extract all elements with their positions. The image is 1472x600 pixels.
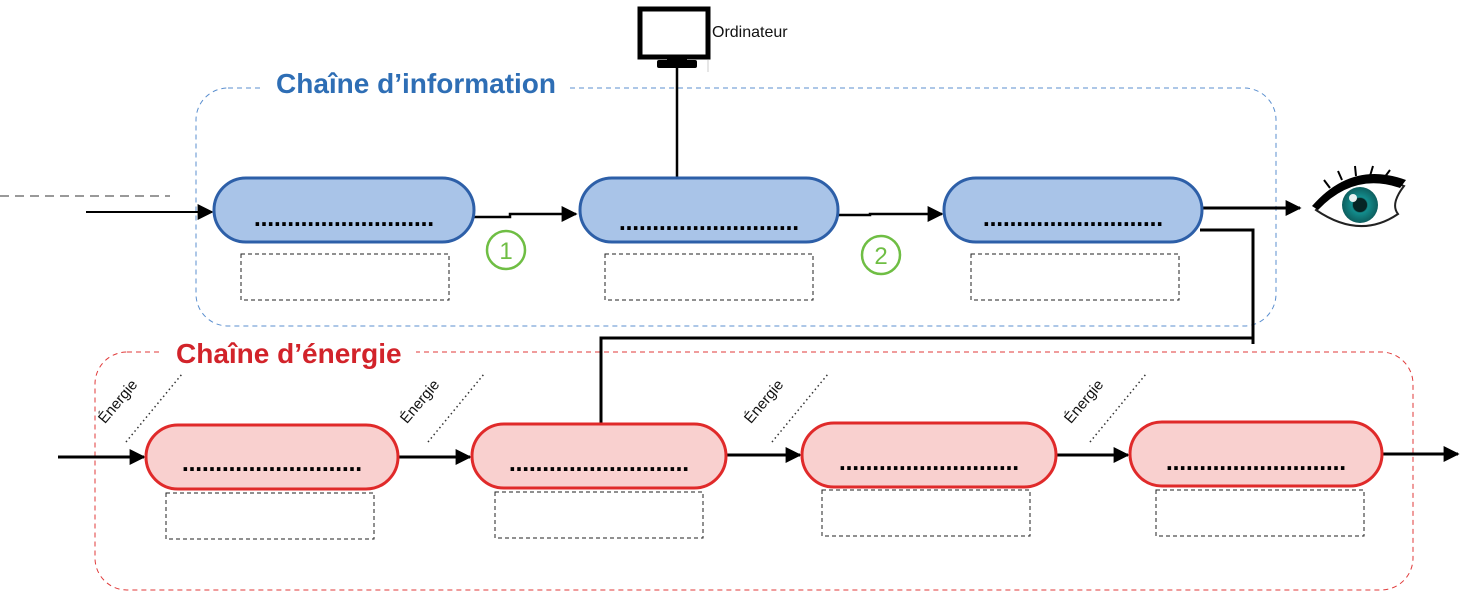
info-block-1-label-box — [240, 253, 450, 301]
step-marker-1-label: 1 — [499, 238, 512, 265]
energy-block-1: ……………………… — [144, 423, 400, 491]
energy-block-2-label-box — [494, 491, 704, 539]
energy-dotted-slash-2 — [427, 373, 485, 443]
info-arrow-1-2 — [474, 206, 578, 222]
energy-chain-frame — [94, 351, 1414, 591]
info-arrow-2-3 — [838, 206, 944, 222]
energy-dotted-slash-1 — [125, 373, 183, 443]
info-block-2: ……………………… — [578, 176, 840, 244]
eye-icon — [1312, 165, 1406, 227]
info-block-2-dots: ……………………… — [619, 211, 799, 235]
energy-block-2: ……………………… — [470, 422, 728, 490]
energy-block-4: ……………………… — [1128, 420, 1384, 488]
energy-dotted-slash-3 — [771, 373, 829, 443]
energy-block-2-dots: ……………………… — [509, 452, 689, 476]
energy-dotted-slash-4 — [1089, 373, 1147, 443]
info-block-3-label-box — [970, 253, 1180, 301]
info-block-1-dots: ……………………… — [254, 207, 434, 231]
computer-monitor-icon — [637, 6, 711, 72]
energy-block-4-label-box — [1155, 489, 1365, 537]
energy-block-1-dots: ……………………… — [182, 452, 362, 476]
step-marker-2: 2 — [860, 234, 902, 276]
info-block-3: ……………………… — [942, 176, 1204, 244]
energy-block-3-label-box — [821, 489, 1031, 537]
step-marker-2-label: 2 — [874, 243, 887, 270]
info-block-3-dots: ……………………… — [983, 207, 1163, 231]
step-marker-1: 1 — [485, 229, 527, 271]
info-block-1: ……………………… — [212, 176, 476, 244]
energy-block-3: ……………………… — [800, 421, 1058, 489]
info-block-2-label-box — [604, 253, 814, 301]
info-chain-title: Chaîne d’information — [262, 66, 570, 102]
energy-block-4-dots: ……………………… — [1166, 451, 1346, 475]
energy-order-link — [599, 336, 1253, 424]
energy-chain-title: Chaîne d’énergie — [162, 336, 416, 372]
info-to-energy-link — [1200, 228, 1255, 344]
energy-block-1-label-box — [165, 492, 375, 540]
computer-label: Ordinateur — [712, 24, 788, 41]
energy-block-3-dots: ……………………… — [839, 451, 1019, 475]
